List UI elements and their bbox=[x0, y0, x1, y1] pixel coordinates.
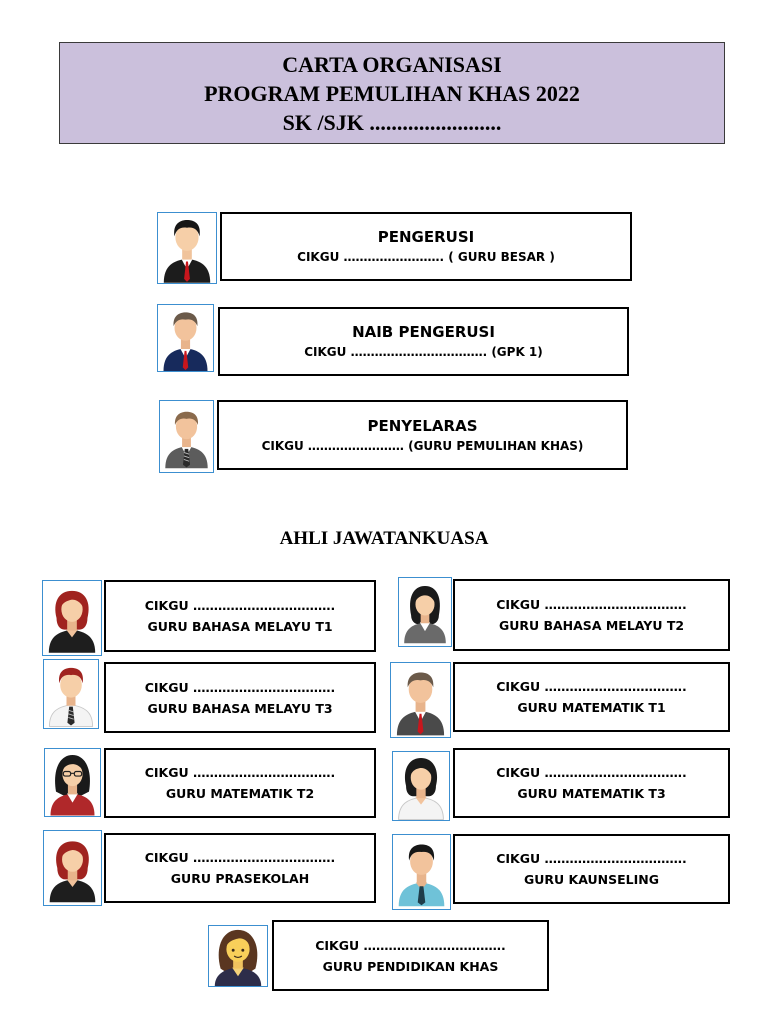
member-card: CIKGU ……………………………. GURU KAUNSELING bbox=[453, 834, 730, 904]
man-blue-shirt-icon bbox=[392, 834, 451, 910]
chart-title-line-2: PROGRAM PEMULIHAN KHAS 2022 bbox=[204, 80, 580, 106]
member-role: GURU MATEMATIK T2 bbox=[165, 786, 315, 801]
leader-role: NAIB PENGERUSI bbox=[352, 323, 495, 341]
leader-role: PENGERUSI bbox=[377, 228, 475, 246]
member-name: CIKGU ……………………………. bbox=[315, 937, 506, 953]
woman-glasses-icon bbox=[44, 748, 101, 817]
member-name: CIKGU ……………………………. bbox=[144, 598, 336, 613]
member-card: CIKGU ……………………………. GURU MATEMATIK T1 bbox=[453, 662, 730, 732]
man-suit-icon bbox=[390, 662, 451, 738]
leader-card-pengerusi: PENGERUSI CIKGU ……………………. ( GURU BESAR ) bbox=[220, 212, 632, 281]
member-role: GURU MATEMATIK T3 bbox=[517, 786, 666, 801]
member-card: CIKGU ……………………………. GURU MATEMATIK T2 bbox=[104, 748, 376, 818]
member-name: CIKGU ……………………………. bbox=[144, 679, 336, 695]
member-name: CIKGU ……………………………. bbox=[144, 765, 336, 780]
member-role: GURU PENDIDIKAN KHAS bbox=[322, 958, 499, 974]
member-card: CIKGU ……………………………. GURU PRASEKOLAH bbox=[104, 833, 376, 903]
member-card: CIKGU ……………………………. GURU BAHASA MELAYU T1 bbox=[104, 580, 376, 652]
member-card: CIKGU ……………………………. GURU BAHASA MELAYU T2 bbox=[453, 579, 730, 651]
man-grey-suit-icon bbox=[159, 400, 214, 473]
member-card: CIKGU ……………………………. GURU PENDIDIKAN KHAS bbox=[272, 920, 549, 991]
member-role: GURU KAUNSELING bbox=[523, 872, 659, 887]
woman-red-hair-icon bbox=[42, 580, 102, 656]
member-role: GURU PRASEKOLAH bbox=[170, 871, 310, 886]
leader-name-line: CIKGU ……………………………. (GPK 1) bbox=[304, 345, 543, 359]
man-red-hair-shirt-icon bbox=[43, 659, 99, 729]
leader-card-naib-pengerusi: NAIB PENGERUSI CIKGU ……………………………. (GPK 1… bbox=[218, 307, 629, 376]
member-role: GURU BAHASA MELAYU T2 bbox=[498, 618, 685, 633]
woman-dark-hair-icon bbox=[398, 577, 452, 647]
member-name: CIKGU ……………………………. bbox=[496, 851, 687, 866]
woman-emoji-icon bbox=[208, 925, 268, 987]
member-card: CIKGU ……………………………. GURU BAHASA MELAYU T3 bbox=[104, 662, 376, 733]
leader-card-penyelaras: PENYELARAS CIKGU …………………… (GURU PEMULIHA… bbox=[217, 400, 628, 470]
member-name: CIKGU ……………………………. bbox=[496, 679, 687, 694]
leader-role: PENYELARAS bbox=[367, 416, 478, 435]
committee-section-title: AHLI JAWATANKUASA bbox=[279, 528, 489, 549]
member-role: GURU MATEMATIK T1 bbox=[517, 700, 666, 715]
member-card: CIKGU ……………………………. GURU MATEMATIK T3 bbox=[453, 748, 730, 818]
woman-white-top-icon bbox=[392, 751, 450, 821]
leader-name-line: CIKGU …………………… (GURU PEMULIHAN KHAS) bbox=[261, 438, 584, 453]
member-role: GURU BAHASA MELAYU T1 bbox=[147, 619, 333, 634]
chart-title-line-1: CARTA ORGANISASI bbox=[282, 51, 502, 77]
woman-red-hair-icon bbox=[43, 830, 102, 906]
chart-title-line-3: SK /SJK ........................ bbox=[282, 109, 502, 135]
chart-title-banner: CARTA ORGANISASI PROGRAM PEMULIHAN KHAS … bbox=[59, 42, 725, 144]
member-name: CIKGU ……………………………. bbox=[496, 765, 687, 780]
leader-name-line: CIKGU ……………………. ( GURU BESAR ) bbox=[297, 250, 555, 264]
member-name: CIKGU ……………………………. bbox=[144, 850, 336, 865]
member-role: GURU BAHASA MELAYU T3 bbox=[147, 700, 333, 716]
man-suit-red-tie-icon bbox=[157, 212, 217, 284]
member-name: CIKGU ……………………………. bbox=[496, 597, 687, 612]
man-navy-suit-icon bbox=[157, 304, 214, 372]
